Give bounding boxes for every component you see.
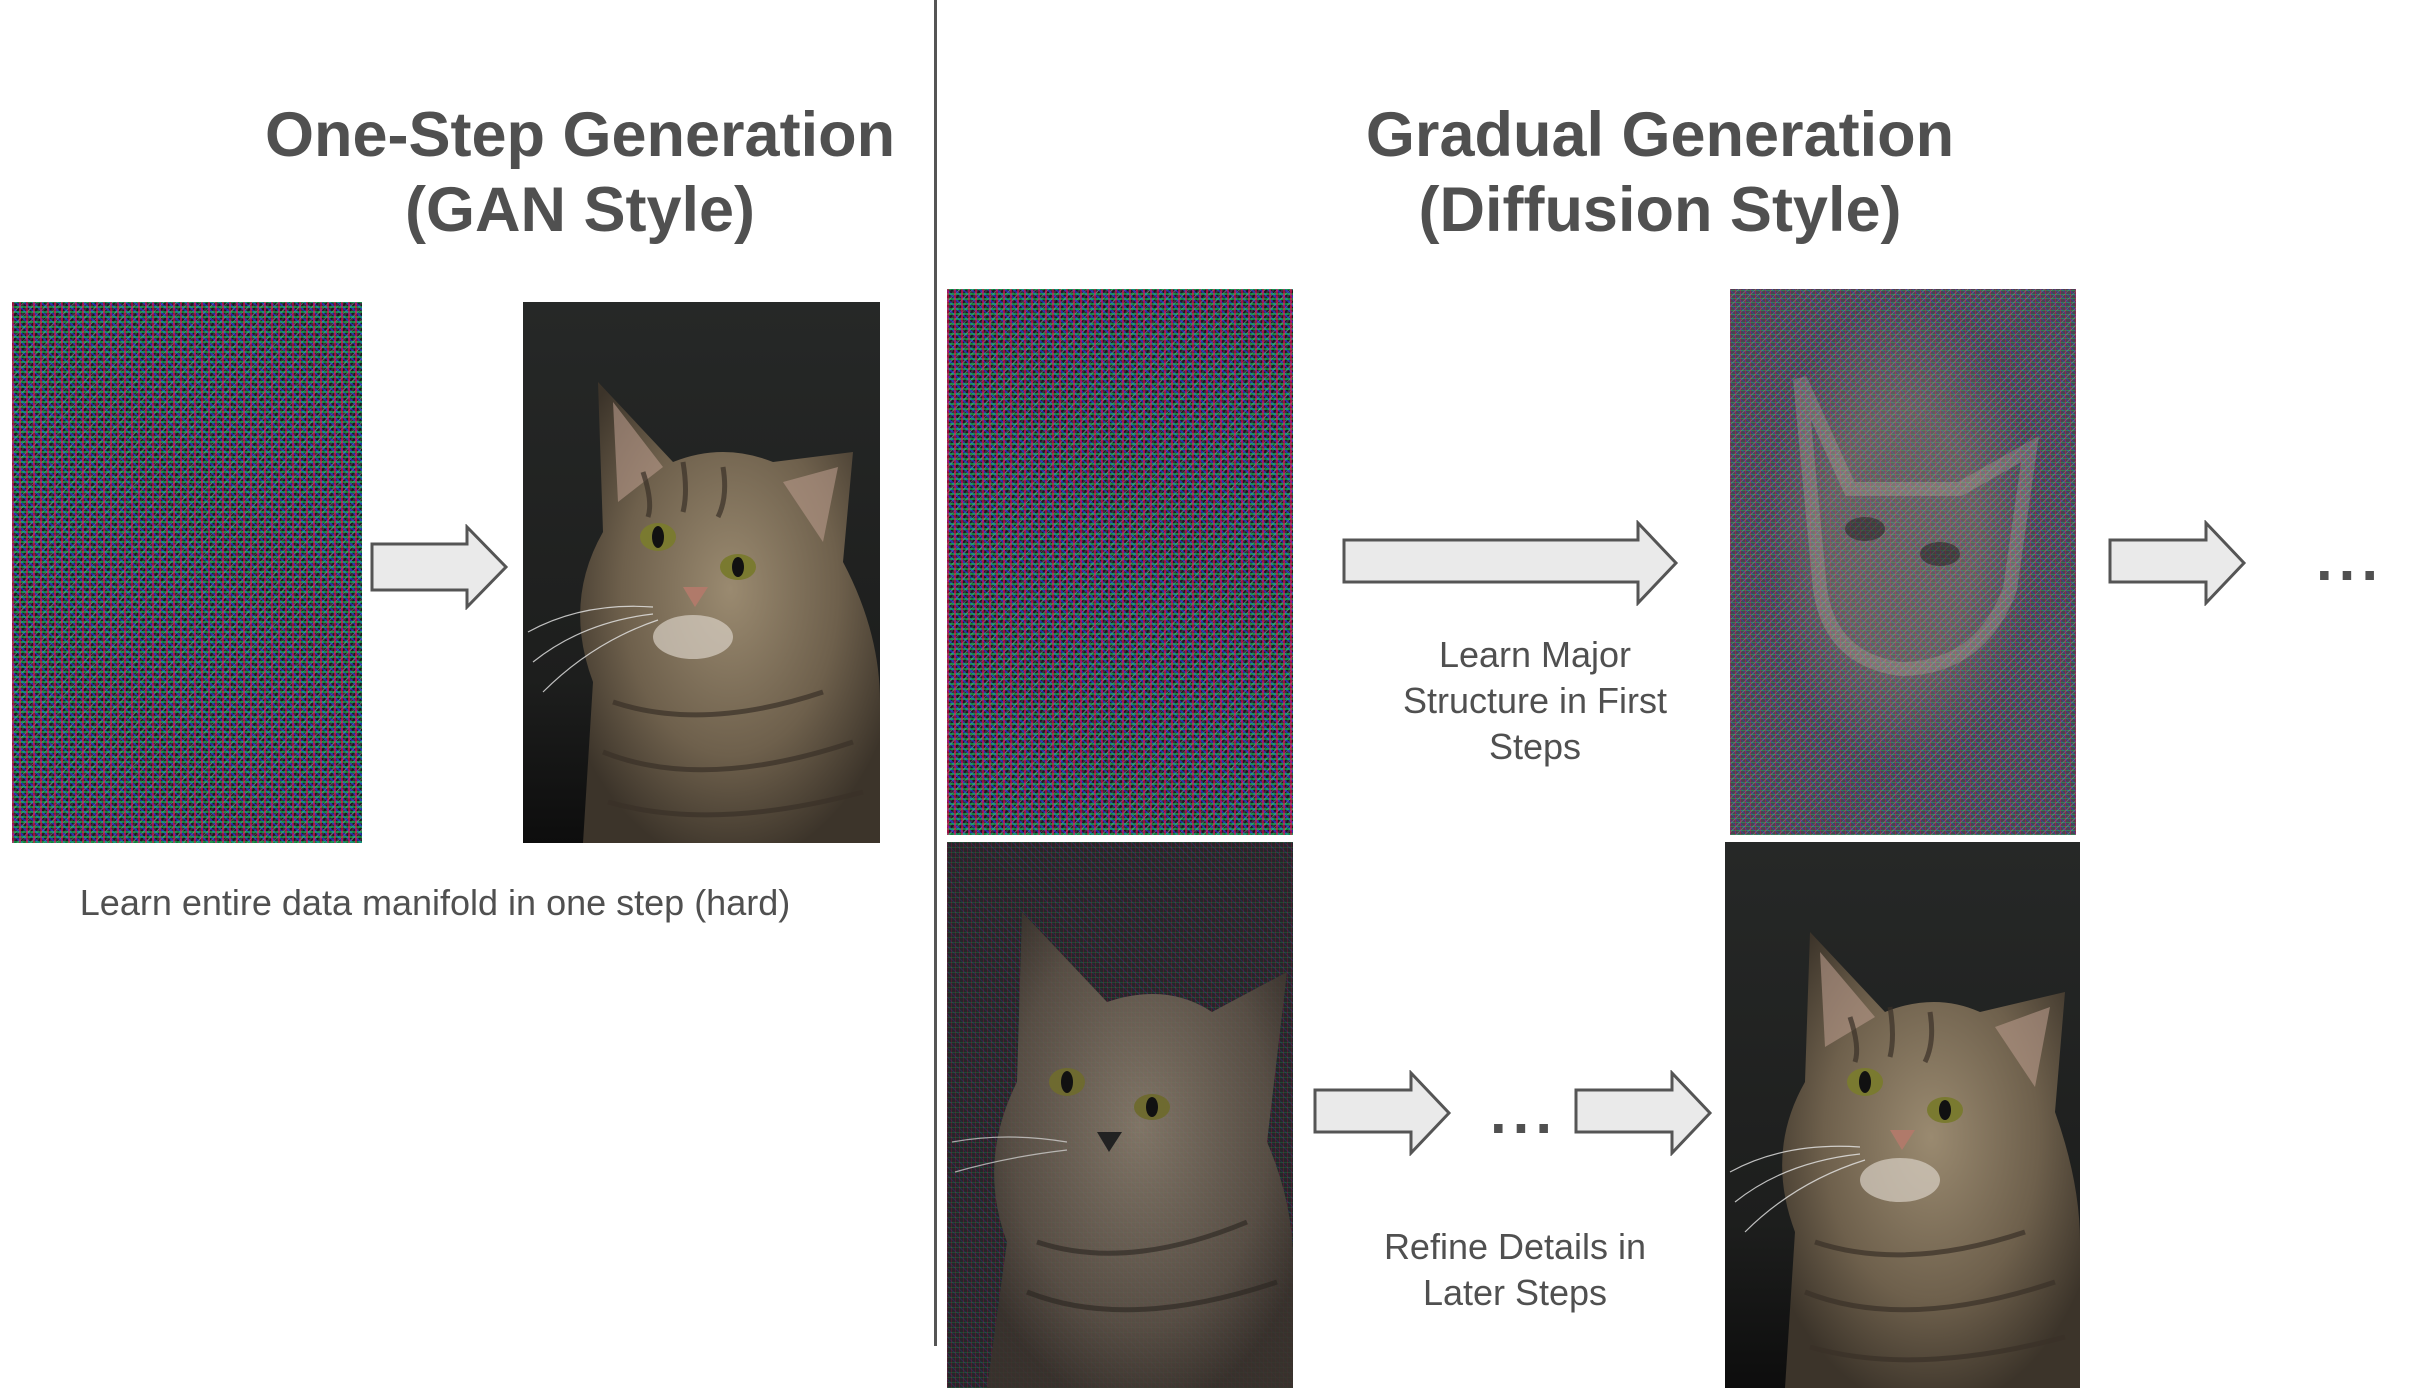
gan-caption: Learn entire data manifold in one step (… [79, 882, 791, 923]
noisy-cat-image [947, 842, 1293, 1388]
noisy-cat-illustration-icon [951, 912, 1293, 1388]
section-divider [934, 0, 937, 1346]
diffusion-continue-arrow-icon [2108, 520, 2247, 606]
diffusion-long-arrow-icon [1342, 520, 1679, 606]
diffusion-section-title: Gradual Generation (Diffusion Style) [1365, 100, 1955, 245]
cat-illustration-icon [1729, 932, 2080, 1388]
structure-caption: Learn Major Structure in First Steps [1402, 634, 1668, 767]
gan-generated-cat-image [523, 302, 880, 843]
ellipsis-bottom: ... [1490, 1079, 1559, 1146]
gan-noise-image [12, 302, 362, 843]
cat-illustration-icon [527, 382, 880, 843]
refine-arrow-right-icon [1574, 1070, 1713, 1156]
refine-caption: Refine Details in Later Steps [1383, 1226, 1647, 1313]
final-cat-image [1725, 842, 2080, 1388]
partially-denoised-image [1730, 289, 2076, 835]
diffusion-noise-image [947, 289, 1293, 835]
gan-arrow-icon [370, 524, 509, 610]
gan-section-title: One-Step Generation (GAN Style) [264, 100, 896, 245]
refine-arrow-left-icon [1313, 1070, 1452, 1156]
faint-cat-structure-icon [1793, 376, 2039, 677]
ellipsis-top: ... [2316, 526, 2385, 593]
